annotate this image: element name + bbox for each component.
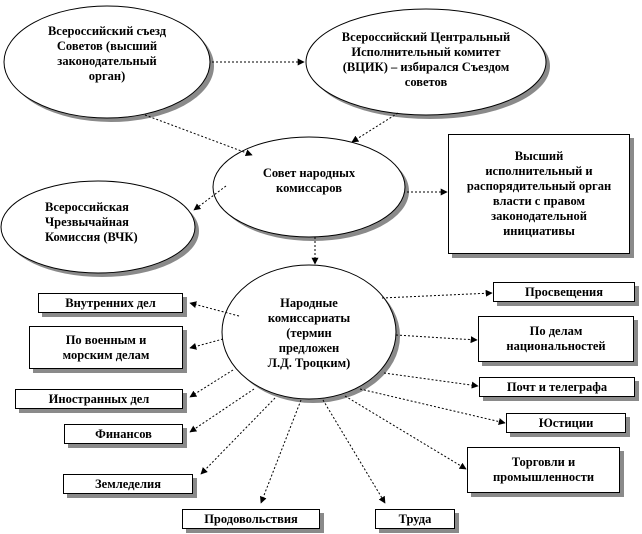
commissariat-agriculture: Земледелия — [63, 474, 193, 494]
congress-ellipse — [3, 5, 211, 119]
arrow-to-finansov — [189, 388, 255, 433]
commissariat-food: Продовольствия — [182, 509, 320, 529]
commissariat-labour: Труда — [375, 509, 455, 529]
commissariat-internal-affairs: Внутренних дел — [38, 293, 183, 313]
arrow-to-prosvesheniya — [381, 289, 493, 299]
commissariat-justice: Юстиции — [506, 413, 626, 433]
commissariat-nationalities: По делам национальностей — [478, 316, 634, 362]
sovnarkom-description-box: Высший исполнительный и распорядительный… — [448, 134, 630, 254]
cheka-label: Всероссийская Чрезвычайная Комиссия (ВЧК… — [45, 200, 138, 244]
arrow-to-prodovolstviya — [260, 399, 302, 504]
commissariat-finance: Финансов — [64, 424, 183, 444]
sovnarkom-label: Совет народных комиссаров — [262, 166, 356, 195]
arrow-to-yusticii — [359, 388, 506, 425]
arrow-to-voennym — [189, 338, 224, 350]
commissariat-military-naval: По военным и морским делам — [29, 326, 183, 369]
commissariats-ellipse — [221, 264, 397, 400]
vtsik-ellipse — [305, 8, 547, 116]
arrow-vtsik-sovnarkom — [351, 112, 399, 143]
arrow-to-vnutrennih — [189, 301, 240, 317]
arrow-to-nacionalnostey — [395, 334, 478, 344]
arrow-to-inostrannyh — [189, 369, 234, 398]
sovnarkom-ellipse — [212, 136, 406, 238]
arrow-to-zemledeliya — [200, 397, 276, 475]
commissariat-trade-industry: Торговли и промышленности — [467, 447, 620, 493]
arrow-to-pocht — [383, 372, 479, 389]
commissariat-education: Просвещения — [493, 282, 635, 302]
arrow-to-truda — [322, 399, 386, 504]
commissariat-foreign-affairs: Иностранных дел — [15, 389, 183, 409]
cheka-ellipse — [0, 180, 196, 274]
arrow-sovnarkom-cheka — [193, 185, 227, 211]
arrow-congress-sovnarkom — [144, 114, 253, 157]
congress-label: Всероссийский съезд Советов (высший зако… — [47, 24, 167, 83]
commissariat-post-telegraph: Почт и телеграфа — [479, 377, 635, 397]
commissariats-label: Народные комиссариаты (термин предложен … — [267, 296, 351, 370]
vtsik-label: Всероссийский Центральный Исполнительный… — [341, 30, 511, 89]
arrow-to-torgovli — [344, 395, 467, 470]
